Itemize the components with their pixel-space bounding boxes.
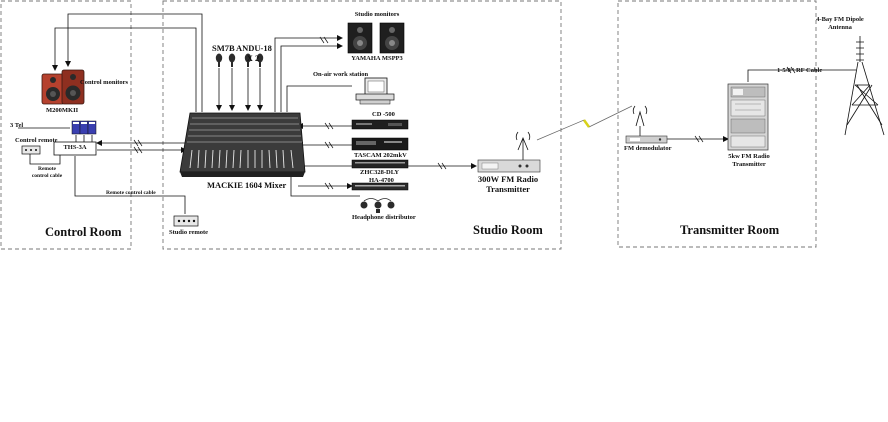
fm-demod-label: FM demodulator bbox=[624, 145, 672, 152]
studio-room-border bbox=[162, 0, 562, 250]
fm5kw-label-line2: Transmitter bbox=[732, 161, 766, 168]
wire-mixer-to-studio-monitors-b bbox=[280, 43, 343, 112]
zhc-device bbox=[351, 159, 409, 169]
ths-3a-box bbox=[53, 141, 97, 156]
wire-mixer-to-studio-monitors-a bbox=[274, 35, 343, 112]
telephone-set bbox=[71, 120, 97, 135]
andu-label-line2: X 2 bbox=[246, 53, 260, 63]
control-monitor-speakers bbox=[41, 69, 85, 105]
remote-cable-label-line2: control cable bbox=[31, 173, 63, 179]
mixer-device bbox=[179, 112, 306, 177]
transmitter-room-border bbox=[617, 0, 817, 248]
studio-remote-device bbox=[173, 215, 199, 227]
microphones bbox=[215, 53, 264, 67]
fm300-label-line1: 300W FM Radio bbox=[477, 174, 539, 184]
antenna-label-line1: 4-Bay FM Dipole bbox=[816, 16, 864, 23]
yamaha-label: YAMAHA MSPP3 bbox=[351, 55, 403, 62]
cd500-label: CD -500 bbox=[372, 111, 395, 118]
sm7b-label: SM7B bbox=[212, 43, 235, 53]
control-monitors-label: Control monitors bbox=[80, 79, 129, 86]
wire-headphone bbox=[290, 176, 360, 197]
studio-room-title: Studio Room bbox=[473, 223, 543, 237]
ha4700-label: HA-4700 bbox=[369, 177, 394, 184]
m200-label: M200MKII bbox=[46, 107, 79, 114]
headphones-icon bbox=[360, 198, 395, 213]
rf-cable-label: 1-5/8" RF Cable bbox=[777, 67, 823, 74]
fm-demodulator-device bbox=[625, 135, 668, 144]
ha4700-device bbox=[351, 182, 409, 191]
antenna-tower-icon bbox=[844, 36, 885, 136]
zhc-label: ZHC328-DLY bbox=[360, 169, 400, 176]
control-room-title: Control Room bbox=[45, 225, 122, 239]
wire-mixer-to-control-monitors-b bbox=[52, 27, 197, 112]
receiver-antenna-icon bbox=[632, 105, 648, 127]
tascam-label: TASCAM 202mkV bbox=[354, 152, 407, 159]
headphone-distributor-label: Headphone distributor bbox=[352, 214, 416, 221]
wire-rf-cable bbox=[747, 69, 856, 82]
control-remote-device bbox=[21, 145, 41, 155]
fm-5kw-transmitter-rack bbox=[727, 83, 769, 151]
fm-300w-transmitter bbox=[477, 159, 541, 173]
antenna-label-line2: Antenna bbox=[828, 24, 852, 31]
workstation-computer bbox=[355, 77, 395, 105]
studio-antenna-icon bbox=[515, 131, 531, 151]
mixer-label: MACKIE 1604 Mixer bbox=[207, 180, 287, 190]
fm5kw-label-line1: 5kw FM Radio bbox=[728, 153, 770, 160]
wire-control-remote bbox=[29, 150, 61, 165]
onair-label: On-air work station bbox=[313, 71, 369, 78]
tel-label: 3 Tel bbox=[10, 122, 24, 129]
studio-monitor-speakers bbox=[347, 22, 405, 54]
remote-cable-label-line1: Remote bbox=[37, 166, 57, 172]
cd500-device bbox=[351, 119, 409, 130]
studio-remote-label: Studio remote bbox=[169, 229, 209, 236]
wire-mixer-to-control-monitors-a bbox=[65, 13, 203, 112]
andu-label-line1: ANDU-18 bbox=[236, 43, 272, 53]
transmitter-room-title: Transmitter Room bbox=[680, 223, 780, 237]
control-remote-label: Control remote bbox=[15, 137, 58, 144]
studio-monitors-label: Studio monitors bbox=[354, 11, 400, 18]
control-room-border bbox=[0, 0, 132, 250]
ths-3a-label: THS-3A bbox=[63, 144, 87, 151]
fm300-label-line2: Transmitter bbox=[486, 184, 530, 194]
wire-workstation bbox=[286, 85, 352, 112]
remote-control-cable-label: Remote control cable bbox=[106, 190, 156, 196]
wire-studio-remote bbox=[74, 156, 186, 214]
tascam-device bbox=[351, 137, 409, 151]
